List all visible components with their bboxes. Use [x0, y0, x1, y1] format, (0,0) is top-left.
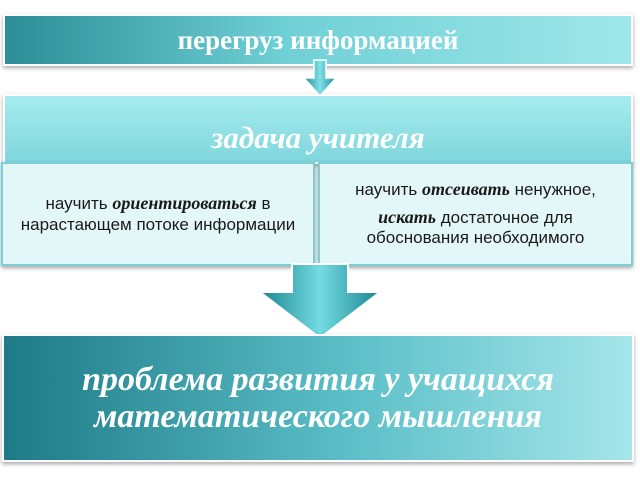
- header-box: перегруз информацией: [3, 14, 633, 66]
- left-suffix: в нарастающем потоке информации: [20, 194, 296, 234]
- result-line-2: математического мышления: [94, 398, 542, 435]
- left-prefix: научить: [45, 194, 113, 213]
- header-text: перегруз информацией: [177, 24, 459, 55]
- left-subtask-text: научить ориентироваться в нарастающем по…: [3, 193, 313, 235]
- left-subtask-box: научить ориентироваться в нарастающем по…: [1, 162, 315, 266]
- small-down-arrow-icon: [302, 59, 338, 98]
- right-prefix: научить: [355, 180, 422, 200]
- task-box: задача учителя: [3, 94, 633, 164]
- left-emph: ориентироваться: [112, 193, 257, 213]
- right-suffix-2: достаточное для обоснования необходимого: [366, 207, 585, 248]
- right-suffix-1: ненужное,: [509, 180, 596, 200]
- right-emph-2: искать: [378, 206, 437, 227]
- result-line-1: проблема развития у учащихся: [82, 360, 554, 398]
- large-down-arrow-icon: [257, 263, 383, 340]
- result-box: проблема развития у учащихся математичес…: [2, 334, 634, 462]
- right-subtask-box: научить отсеивать ненужное, искать доста…: [318, 162, 633, 266]
- right-subtask-line2: искать достаточное для обоснования необх…: [320, 207, 631, 249]
- right-emph-1: отсеивать: [421, 179, 510, 200]
- task-text: задача учителя: [211, 120, 425, 155]
- right-subtask-line1: научить отсеивать ненужное,: [355, 179, 596, 201]
